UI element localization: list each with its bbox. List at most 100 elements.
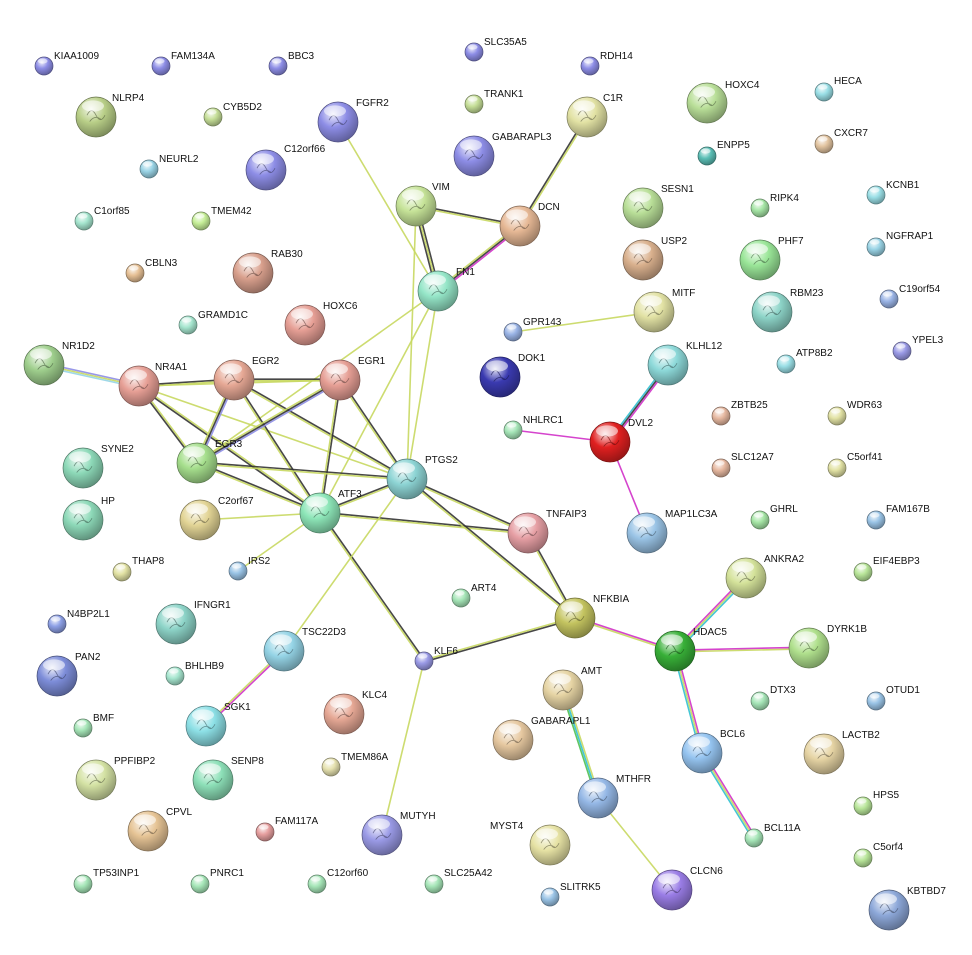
node-zbtb25[interactable]: ZBTB25 [711, 400, 768, 426]
node-mutyh[interactable]: MUTYH [361, 811, 436, 856]
node-nfkbia[interactable]: NFKBIA [554, 594, 629, 639]
node-c12orf60[interactable]: C12orf60 [307, 868, 369, 894]
node-senp8[interactable]: SENP8 [192, 756, 264, 801]
node-bcl6[interactable]: BCL6 [681, 729, 745, 774]
node-ppfibp2[interactable]: PPFIBP2 [75, 756, 156, 801]
node-hdac5[interactable]: HDAC5 [654, 627, 727, 672]
node-slc25a42[interactable]: SLC25A42 [424, 868, 493, 894]
node-kbtbd7[interactable]: KBTBD7 [868, 886, 946, 931]
node-n4bp2l1[interactable]: N4BP2L1 [47, 609, 110, 634]
node-map1lc3a[interactable]: MAP1LC3A [626, 509, 718, 554]
node-dcn[interactable]: DCN [499, 202, 560, 247]
node-sgk1[interactable]: SGK1 [185, 702, 251, 747]
node-neurl2[interactable]: NEURL2 [139, 154, 199, 179]
node-gabarapl1[interactable]: GABARAPL1 [492, 716, 591, 761]
node-klc4[interactable]: KLC4 [323, 690, 387, 735]
node-dyrk1b[interactable]: DYRK1B [788, 624, 867, 669]
node-dtx3[interactable]: DTX3 [750, 685, 796, 711]
node-gabarapl3[interactable]: GABARAPL3 [453, 132, 552, 177]
node-vim[interactable]: VIM [395, 182, 450, 227]
node-c1orf85[interactable]: C1orf85 [74, 206, 130, 231]
node-dok1[interactable]: DOK1 [479, 353, 546, 398]
node-fgfr2[interactable]: FGFR2 [317, 98, 389, 143]
node-cyb5d2[interactable]: CYB5D2 [203, 102, 262, 127]
node-bbc3[interactable]: BBC3 [268, 51, 315, 76]
node-atf3[interactable]: ATF3 [299, 489, 362, 534]
node-phf7[interactable]: PHF7 [739, 236, 804, 281]
node-hoxc4[interactable]: HOXC4 [686, 80, 760, 124]
node-ypel3[interactable]: YPEL3 [892, 335, 944, 361]
node-thap8[interactable]: THAP8 [112, 556, 165, 582]
node-c2orf67[interactable]: C2orf67 [179, 496, 254, 541]
node-tnfaip3[interactable]: TNFAIP3 [507, 509, 587, 554]
node-slitrk5[interactable]: SLITRK5 [540, 882, 601, 907]
node-ngfrap1[interactable]: NGFRAP1 [866, 231, 934, 257]
node-otud1[interactable]: OTUD1 [866, 685, 920, 711]
node-fam167b[interactable]: FAM167B [866, 504, 930, 530]
node-gpr143[interactable]: GPR143 [503, 317, 562, 342]
node-bmf[interactable]: BMF [73, 713, 114, 738]
node-bhlhb9[interactable]: BHLHB9 [165, 661, 224, 686]
node-ripk4[interactable]: RIPK4 [750, 193, 799, 218]
node-nlrp4[interactable]: NLRP4 [75, 93, 145, 138]
node-ankra2[interactable]: ANKRA2 [725, 554, 804, 599]
node-egr2[interactable]: EGR2 [213, 356, 280, 401]
node-hoxc6[interactable]: HOXC6 [284, 301, 358, 346]
node-nr1d2[interactable]: NR1D2 [23, 341, 95, 386]
node-pan2[interactable]: PAN2 [36, 652, 101, 697]
node-cxcr7[interactable]: CXCR7 [814, 128, 868, 154]
node-c5orf41[interactable]: C5orf41 [827, 452, 883, 478]
node-wdr63[interactable]: WDR63 [827, 400, 882, 426]
node-mthfr[interactable]: MTHFR [577, 774, 651, 819]
node-hp[interactable]: HP [62, 496, 115, 541]
node-usp2[interactable]: USP2 [622, 236, 688, 281]
node-tsc22d3[interactable]: TSC22D3 [263, 627, 346, 672]
node-hps5[interactable]: HPS5 [853, 790, 900, 816]
node-heca[interactable]: HECA [814, 76, 862, 102]
node-atp8b2[interactable]: ATP8B2 [776, 348, 833, 374]
node-c19orf54[interactable]: C19orf54 [879, 284, 941, 309]
node-rdh14[interactable]: RDH14 [580, 51, 633, 76]
node-art4[interactable]: ART4 [451, 583, 497, 608]
node-clcn6[interactable]: CLCN6 [651, 866, 723, 911]
node-egr1[interactable]: EGR1 [319, 356, 386, 401]
node-klf6[interactable]: KLF6 [414, 646, 458, 671]
node-fam117a[interactable]: FAM117A [255, 816, 318, 842]
node-kiaa1009[interactable]: KIAA1009 [34, 51, 99, 76]
node-syne2[interactable]: SYNE2 [62, 444, 134, 489]
node-sesn1[interactable]: SESN1 [622, 184, 694, 229]
node-amt[interactable]: AMT [542, 666, 602, 711]
node-bcl11a[interactable]: BCL11A [744, 823, 801, 848]
node-c12orf66[interactable]: C12orf66 [245, 144, 326, 191]
node-egr3[interactable]: EGR3 [176, 439, 243, 484]
node-tp53inp1[interactable]: TP53INP1 [73, 868, 140, 894]
node-tmem42[interactable]: TMEM42 [191, 206, 252, 231]
node-nr4a1[interactable]: NR4A1 [118, 362, 188, 407]
node-myst4[interactable]: MYST4 [490, 821, 571, 866]
node-tmem86a[interactable]: TMEM86A [321, 752, 389, 777]
node-slc12a7[interactable]: SLC12A7 [711, 452, 774, 478]
node-ptgs2[interactable]: PTGS2 [386, 455, 458, 500]
node-pnrc1[interactable]: PNRC1 [190, 868, 244, 894]
node-trank1[interactable]: TRANK1 [464, 89, 524, 114]
node-cpvl[interactable]: CPVL [127, 807, 193, 852]
node-ghrl[interactable]: GHRL [750, 504, 798, 530]
node-rbm23[interactable]: RBM23 [751, 288, 824, 333]
node-lactb2[interactable]: LACTB2 [803, 730, 880, 775]
node-cbln3[interactable]: CBLN3 [125, 258, 178, 283]
node-fn1[interactable]: FN1 [417, 267, 475, 312]
node-enpp5[interactable]: ENPP5 [697, 140, 750, 166]
node-gramd1c[interactable]: GRAMD1C [178, 310, 248, 335]
node-fam134a[interactable]: FAM134A [151, 51, 215, 76]
node-rab30[interactable]: RAB30 [232, 249, 303, 294]
node-nhlrc1[interactable]: NHLRC1 [503, 415, 563, 440]
node-c1r[interactable]: C1R [566, 93, 623, 138]
node-eif4ebp3[interactable]: EIF4EBP3 [853, 556, 920, 582]
node-dvl2[interactable]: DVL2 [589, 418, 653, 463]
node-ifngr1[interactable]: IFNGR1 [155, 600, 231, 645]
node-klhl12[interactable]: KLHL12 [647, 341, 723, 386]
node-kcnb1[interactable]: KCNB1 [866, 180, 920, 205]
node-irs2[interactable]: IRS2 [228, 556, 271, 581]
node-slc35a5[interactable]: SLC35A5 [464, 37, 527, 62]
node-c5orf4[interactable]: C5orf4 [853, 842, 903, 868]
